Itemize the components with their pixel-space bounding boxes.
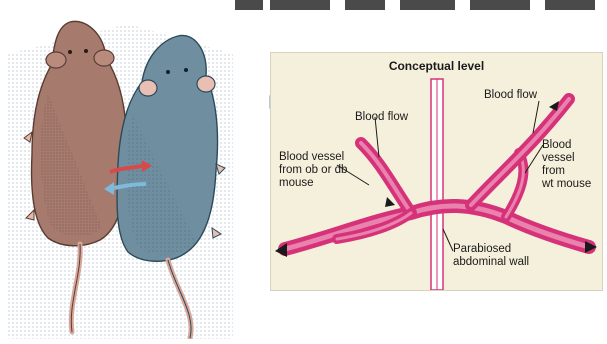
conceptual-level-diagram: Conceptual level Blood flow Bloo [270,52,603,291]
cropped-header-fragment [235,0,263,10]
label-vessel-ob-db: Blood vessel from ob or db mouse [279,151,347,190]
label-parabiosed-wall: Parabiosed abdominal wall [453,243,529,269]
cropped-header-fragment [270,0,330,10]
cropped-header-fragment [400,0,455,10]
cropped-header-fragment [545,0,595,10]
cropped-header-fragment [345,0,385,10]
label-blood-flow-right: Blood flow [484,89,537,102]
cropped-header-fragment [470,0,530,10]
parabiosis-mice-illustration [8,14,233,339]
label-vessel-wt: Blood vessel from wt mouse [542,139,591,191]
label-blood-flow-left: Blood flow [355,111,408,124]
mice-svg [8,14,233,339]
